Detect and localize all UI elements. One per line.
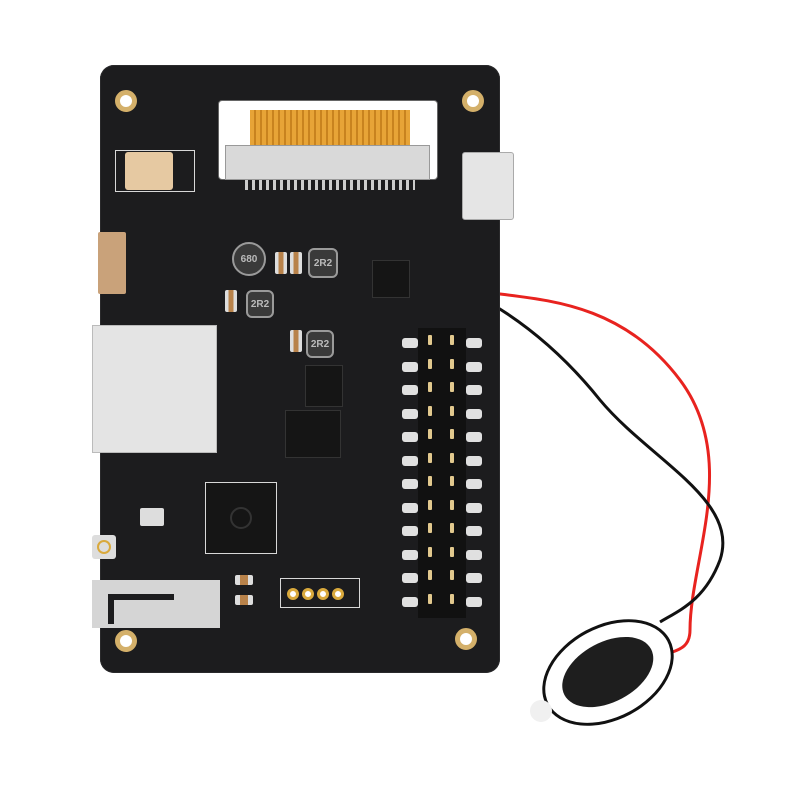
solder-pad [402, 338, 418, 348]
solder-pad [466, 408, 482, 419]
header-pin [428, 546, 432, 557]
inductor-2r2-a: 2R2 [308, 248, 338, 278]
header-pin [428, 570, 432, 580]
solder-pad [466, 361, 482, 372]
regulator-chip [285, 410, 341, 458]
header-pin [428, 523, 432, 533]
header-pin [428, 382, 432, 392]
antenna-trace [108, 594, 174, 624]
pcb-antenna [92, 580, 220, 628]
mounting-hole-bottom-right [455, 628, 477, 650]
espressif-logo-icon [230, 507, 252, 529]
solder-pad [402, 385, 418, 395]
header-pin [450, 405, 454, 416]
capacitor [235, 575, 253, 585]
inductor-680: 680 [232, 242, 266, 276]
battery-connector [125, 152, 173, 190]
header-pin [450, 429, 454, 439]
solder-pad [402, 596, 418, 607]
capacitor [225, 290, 237, 312]
fpc-ribbon [250, 110, 410, 145]
test-pad [287, 588, 299, 600]
solder-pad [402, 502, 418, 513]
test-pad [317, 588, 329, 600]
header-pin [428, 358, 432, 369]
solder-pad [402, 432, 418, 442]
fpc-connector [225, 145, 430, 180]
test-pad [332, 588, 344, 600]
esp32-mcu [205, 482, 277, 554]
header-pin [450, 452, 454, 463]
header-pin [450, 523, 454, 533]
header-pin [428, 429, 432, 439]
battery-connector-outline [115, 150, 195, 192]
inductor-2r2-c: 2R2 [306, 330, 334, 358]
ipex-connector [92, 535, 116, 559]
header-pin [428, 405, 432, 416]
solder-pad [466, 432, 482, 442]
solder-pad [402, 408, 418, 419]
fpc-pins [245, 180, 415, 190]
capacitor [235, 595, 253, 605]
solder-pad [466, 596, 482, 607]
solder-pad [402, 526, 418, 536]
solder-pad [466, 479, 482, 489]
header-pin [450, 476, 454, 486]
test-pads-outline [280, 578, 360, 608]
solder-pad [402, 455, 418, 466]
ipex-ring-icon [97, 540, 111, 554]
header-pin [450, 335, 454, 345]
capacitor [290, 330, 302, 352]
solder-pad [466, 385, 482, 395]
micro-usb-port [462, 152, 514, 220]
header-pin [450, 499, 454, 510]
solder-pad [466, 338, 482, 348]
header-pin [428, 499, 432, 510]
header-pin [450, 382, 454, 392]
header-pin [428, 593, 432, 604]
solder-pad [466, 526, 482, 536]
qfn-chip [372, 260, 410, 298]
solder-pad [402, 549, 418, 560]
solder-pad [466, 502, 482, 513]
header-pin [450, 358, 454, 369]
capacitor [290, 252, 302, 274]
header-pin [428, 476, 432, 486]
solder-pad [466, 549, 482, 560]
test-pad [302, 588, 314, 600]
slide-switch[interactable] [98, 232, 126, 294]
solder-pad [466, 455, 482, 466]
solder-pad [466, 573, 482, 583]
amplifier-chip [305, 365, 343, 407]
solder-pad [402, 479, 418, 489]
pin-header[interactable] [418, 328, 466, 618]
header-pin [450, 546, 454, 557]
header-pin [428, 452, 432, 463]
header-pin [450, 593, 454, 604]
header-pin [428, 335, 432, 345]
solder-pad [402, 361, 418, 372]
speaker-tab [530, 700, 552, 722]
inductor-2r2-b: 2R2 [246, 290, 274, 318]
mounting-hole-top-left [115, 90, 137, 112]
mounting-hole-top-right [462, 90, 484, 112]
micro-sd-slot [92, 325, 217, 453]
crystal-oscillator [140, 508, 164, 526]
header-pin [450, 570, 454, 580]
mounting-hole-bottom-left [115, 630, 137, 652]
solder-pad [402, 573, 418, 583]
capacitor [275, 252, 287, 274]
